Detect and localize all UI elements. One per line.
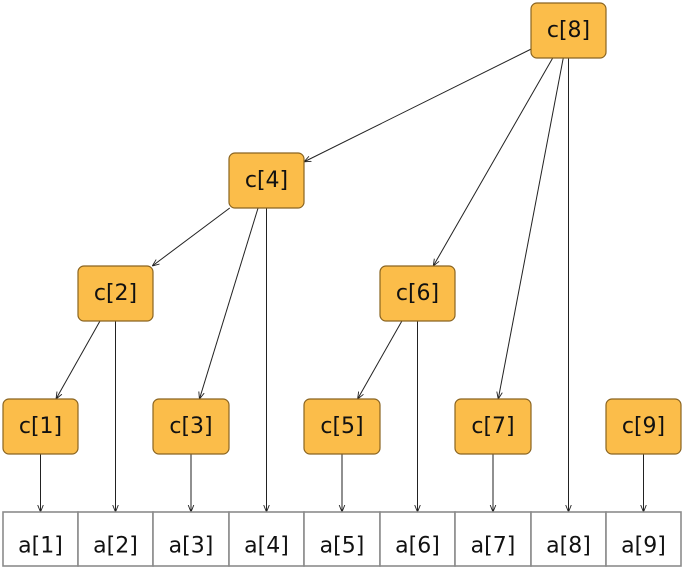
array-cell-label: a[2] <box>93 534 138 559</box>
array-cell-a2: a[2] <box>77 511 154 567</box>
node-c2: c[2] <box>77 265 154 322</box>
array-cell-label: a[9] <box>621 534 666 559</box>
array-cell-a7: a[7] <box>454 511 532 567</box>
edge-c8-to-c4 <box>304 48 532 162</box>
edge-c2-to-c1 <box>56 320 101 399</box>
array-cell-a3: a[3] <box>152 511 230 567</box>
node-c8: c[8] <box>530 2 607 59</box>
array-cell-label: a[3] <box>169 534 214 559</box>
array-cell-a6: a[6] <box>379 511 456 567</box>
array-cell-a9: a[9] <box>605 511 682 567</box>
node-label: c[3] <box>169 414 212 439</box>
array-cell-a5: a[5] <box>303 511 381 567</box>
edge-c6-to-c5 <box>358 320 403 399</box>
node-c3: c[3] <box>152 398 230 455</box>
array-cell-label: a[4] <box>244 534 289 559</box>
node-c4: c[4] <box>228 152 305 209</box>
node-label: c[6] <box>396 281 439 306</box>
tree-nodes: c[8] c[4] c[2] c[6] c[1] c[3] c[5] c[7] … <box>2 2 682 455</box>
array-cell-a4: a[4] <box>228 511 305 567</box>
edge-c8-to-c7 <box>498 57 564 399</box>
node-label: c[8] <box>547 18 590 43</box>
array-cell-a1: a[1] <box>2 511 79 567</box>
node-label: c[9] <box>622 414 665 439</box>
array-cell-label: a[6] <box>395 534 440 559</box>
node-label: c[4] <box>245 168 288 193</box>
array-cell-label: a[1] <box>18 534 63 559</box>
node-c5: c[5] <box>303 398 381 455</box>
edge-c8-to-c6 <box>433 57 554 266</box>
edges-layer <box>41 48 644 512</box>
array-cell-label: a[8] <box>546 534 591 559</box>
edge-c4-to-c3 <box>199 207 259 399</box>
edge-c4-to-c2 <box>152 207 231 266</box>
array-cell-label: a[5] <box>320 534 365 559</box>
node-label: c[2] <box>94 281 137 306</box>
array-cell-a8: a[8] <box>530 511 607 567</box>
array-row: a[1] a[2] a[3] a[4] a[5] a[6] a[7] a[8] … <box>2 511 682 567</box>
array-cell-label: a[7] <box>471 534 516 559</box>
node-c9: c[9] <box>605 398 682 455</box>
node-c6: c[6] <box>379 265 456 322</box>
node-label: c[5] <box>320 414 363 439</box>
node-label: c[7] <box>471 414 514 439</box>
node-c1: c[1] <box>2 398 79 455</box>
node-c7: c[7] <box>454 398 532 455</box>
node-label: c[1] <box>19 414 62 439</box>
